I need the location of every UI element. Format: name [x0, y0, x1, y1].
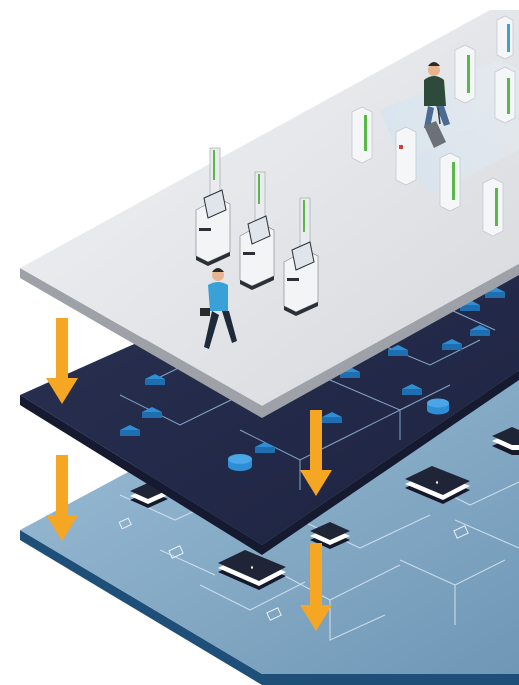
e-gate: [439, 152, 461, 212]
down-arrow: [300, 410, 332, 496]
e-gate: [482, 177, 504, 237]
chip-stack-1: ⬪: [218, 550, 286, 590]
terminal-layer: [20, 10, 519, 418]
down-arrow: [46, 318, 78, 404]
e-gate: [454, 44, 476, 104]
down-arrow: [46, 455, 78, 541]
chip-stack-4: [492, 427, 519, 455]
network-nodes: [120, 287, 505, 471]
e-gate: [351, 106, 373, 164]
traveler-with-suitcase: [424, 62, 450, 148]
chip-glyph: ⬪: [251, 562, 254, 572]
down-arrow: [300, 543, 332, 631]
self-service-kiosk: [239, 171, 275, 290]
self-service-kiosk: [195, 147, 231, 266]
chip-stack-2: ⬪: [405, 466, 470, 504]
flow-arrows: [46, 318, 332, 631]
self-service-kiosk: [283, 197, 319, 316]
e-gate: [496, 15, 514, 60]
chip-glyph: ⬪: [436, 477, 439, 487]
walking-person: [200, 268, 237, 349]
infrastructure-pads: [118, 517, 469, 621]
e-gate: [494, 66, 516, 124]
e-gate: [395, 126, 417, 186]
network-layer-side: [20, 370, 519, 555]
